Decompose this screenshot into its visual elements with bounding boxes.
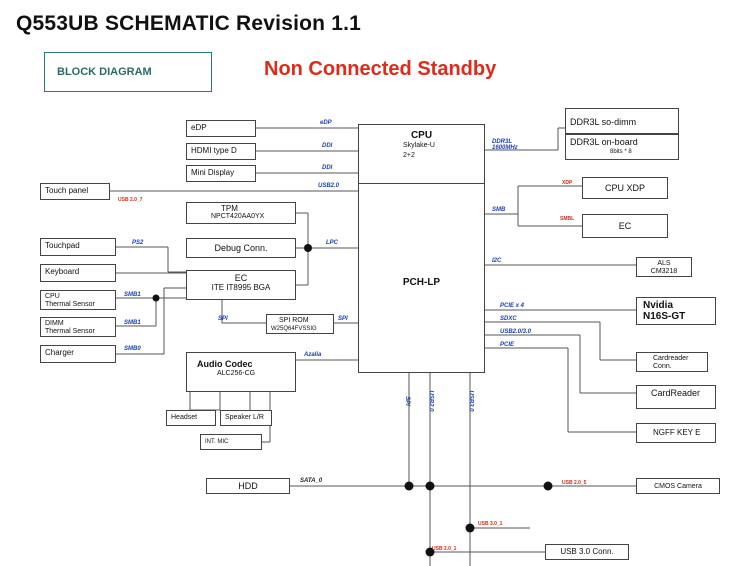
cpu-block: CPU Skylake-U 2+2: [358, 124, 485, 184]
bus-vert-3: USB3.0: [467, 390, 474, 412]
red-usb21: USB 2.0_1: [432, 546, 457, 552]
red-cam: USB 2.0_5: [562, 480, 587, 486]
bus-pcie4: PCIE x 4: [500, 303, 525, 309]
bus-azalia: Azalia: [304, 352, 322, 358]
hdd-block: HDD: [206, 478, 290, 494]
bus-usb: USB2.0: [318, 183, 340, 189]
cpu-arch: Skylake-U: [403, 142, 435, 149]
cmos-camera-block: CMOS Camera: [636, 478, 720, 494]
red-xdp: XDP: [562, 180, 573, 186]
standby-subtitle: Non Connected Standby: [264, 58, 497, 80]
bus-pcie: PCIE: [500, 342, 515, 348]
bus-smb0: SMB0: [124, 346, 141, 352]
bus-smb1: SMB1: [124, 292, 141, 298]
bus-smb1-b: SMB1: [124, 320, 141, 326]
ddr-sodimm-block: DDR3L so-dimm: [565, 108, 679, 134]
keyboard-block: Keyboard: [40, 264, 116, 282]
cpu-xdp-block: CPU XDP: [582, 177, 668, 199]
headset-block: Headset: [166, 410, 216, 426]
bus-edp: eDP: [320, 120, 332, 126]
bus-vert-1: SPI: [403, 396, 410, 406]
block-diagram-tag: BLOCK DIAGRAM: [44, 52, 212, 92]
cpu-cores: 2+2: [403, 152, 415, 159]
bus-sata0: SATA_0: [300, 478, 323, 484]
red-ec: SMBL: [560, 216, 575, 222]
bus-ps2: PS2: [132, 240, 144, 246]
bus-i2c: I2C: [492, 258, 502, 264]
bus-sdxc: SDXC: [500, 316, 517, 322]
mini-display-block: Mini Display: [186, 165, 256, 182]
touch-panel-block: Touch panel: [40, 183, 110, 200]
audio-codec-block: Audio Codec ALC256-CG: [186, 352, 296, 392]
red-touch: USB 2.0_7: [118, 197, 143, 203]
edp-block: eDP: [186, 120, 256, 137]
bus-vert-2: USB2.0: [427, 390, 434, 412]
bus-ddr3l: DDR3L: [492, 139, 513, 145]
bus-smb-r: SMB: [492, 207, 506, 213]
bus-ddi-2: DDI: [322, 165, 333, 171]
bus-spi-2: SPI: [338, 316, 348, 322]
page-title: Q553UB SCHEMATIC Revision 1.1: [16, 12, 361, 35]
bus-lpc: LPC: [326, 240, 338, 246]
speaker-block: Speaker L/R: [220, 410, 272, 426]
ec-right-block: EC: [582, 214, 668, 238]
hdmi-block: HDMI type D: [186, 143, 256, 160]
cardreader-block: CardReader: [636, 385, 716, 409]
charger-block: Charger: [40, 345, 116, 363]
bus-ddi-1: DDI: [322, 143, 333, 149]
red-usb31: USB 3.0_1: [478, 521, 503, 527]
pch-block: PCH-LP: [358, 183, 485, 373]
touchpad-block: Touchpad: [40, 238, 116, 256]
ngff-block: NGFF KEY E: [636, 423, 716, 443]
int-mic-block: INT. MIC: [200, 434, 262, 450]
bus-spi-1: SPI: [218, 316, 228, 322]
cpu-label: CPU: [410, 130, 433, 141]
debug-conn-block: Debug Conn.: [186, 238, 296, 258]
usb3-conn-block: USB 3.0 Conn.: [545, 544, 629, 560]
pch-label: PCH-LP: [402, 277, 441, 288]
bus-ddr-freq: 1600MHz: [492, 145, 518, 151]
bus-usb-r: USB2.0/3.0: [500, 329, 532, 335]
